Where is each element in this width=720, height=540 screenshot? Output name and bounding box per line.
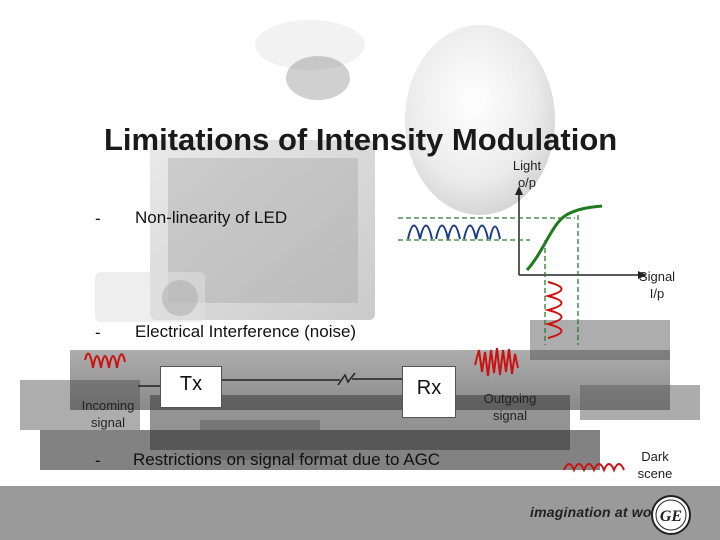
- incoming-signal-label-line1: Incoming: [81, 398, 135, 413]
- bullet-dash-2: -: [95, 323, 101, 342]
- link-line: [222, 372, 402, 386]
- bullet-nonlinearity: Non-linearity of LED: [135, 208, 288, 227]
- outgoing-noisy-wave: [474, 347, 519, 377]
- outgoing-signal-label: Outgoing signal: [474, 390, 546, 424]
- led-transfer-plot: [398, 186, 647, 345]
- outgoing-signal-label-line1: Outgoing: [483, 391, 537, 406]
- incoming-signal-label-line2: signal: [91, 415, 125, 430]
- light-output-label-line1: Light: [512, 158, 542, 173]
- rx-label: Rx: [416, 377, 442, 399]
- dark-scene-label-line1: Dark: [641, 449, 669, 464]
- dark-scene-wave: [563, 463, 625, 473]
- y-axis-arrow: [515, 186, 523, 195]
- input-signal-wave: [544, 281, 563, 339]
- tx-label: Tx: [179, 373, 203, 395]
- footer-bar: [0, 486, 720, 540]
- x-axis-arrow: [638, 271, 647, 279]
- signal-input-label: Signal I/p: [633, 268, 681, 302]
- light-output-label: Light o/p: [507, 157, 547, 191]
- ge-logo-text: GE: [660, 508, 682, 525]
- bullet-agc: Restrictions on signal format due to AGC: [133, 450, 441, 469]
- outgoing-signal-label-line2: signal: [493, 408, 527, 423]
- output-light-wave: [407, 224, 501, 240]
- rx-box: Rx: [402, 366, 456, 418]
- led-response-curve: [525, 204, 603, 272]
- incoming-signal-label: Incoming signal: [68, 397, 148, 431]
- light-output-label-line2: o/p: [517, 175, 537, 190]
- incoming-signal-wave: [84, 352, 126, 369]
- ge-logo-icon: GE: [651, 495, 691, 535]
- tx-box: Tx: [160, 366, 222, 408]
- dark-scene-label: Dark scene: [632, 448, 678, 482]
- signal-input-label-line2: I/p: [649, 286, 665, 301]
- slide-title: Limitations of Intensity Modulation: [104, 122, 618, 157]
- signal-input-label-line1: Signal: [638, 269, 676, 284]
- dark-scene-label-line2: scene: [637, 466, 673, 481]
- footer-tagline: imagination at work: [530, 504, 666, 520]
- bullet-dash-3: -: [95, 451, 101, 470]
- bullet-interference: Electrical Interference (noise): [135, 322, 357, 341]
- bullet-dash-1: -: [95, 209, 101, 228]
